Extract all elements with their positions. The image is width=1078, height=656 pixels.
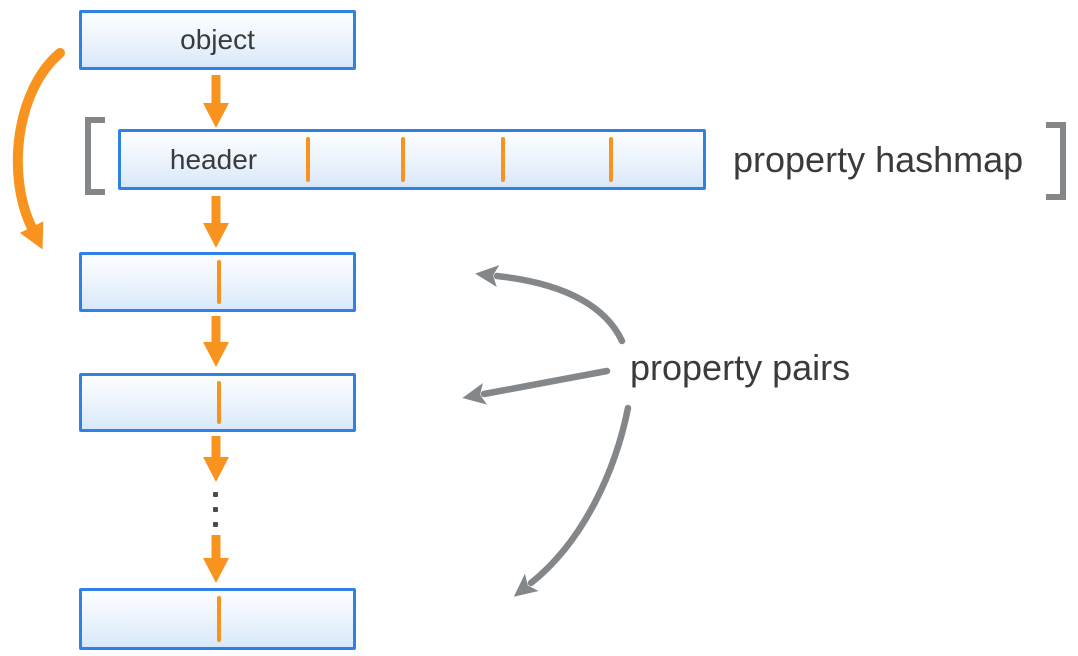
object-box-label: object <box>180 24 255 55</box>
callout-arrow-to-pair-3 <box>513 404 632 597</box>
object-box: object <box>79 10 356 70</box>
pair-divider <box>217 596 221 642</box>
callout-arrow-to-pair-1 <box>475 265 626 345</box>
callout-arrow-to-pair-2 <box>462 367 611 405</box>
vertical-ellipsis <box>213 492 218 527</box>
property-pair-box <box>79 373 356 432</box>
property-pair-box <box>79 252 356 312</box>
property-pair-box <box>79 588 356 650</box>
right-bracket <box>1046 122 1066 200</box>
pair-divider <box>217 260 221 304</box>
property-pairs-caption: property pairs <box>630 347 851 388</box>
curved-arrow-object-to-first-pair <box>12 48 65 250</box>
ellipsis-dot <box>213 522 218 527</box>
hashmap-slot-divider <box>609 137 613 182</box>
hashmap-slot-divider <box>306 137 310 182</box>
left-bracket <box>85 117 105 195</box>
hashmap-slot-divider <box>501 137 505 182</box>
hashmap-caption: property hashmap <box>733 139 1024 180</box>
pair-divider <box>217 381 221 424</box>
hashmap-slot-divider <box>401 137 405 182</box>
header-cell-label: header <box>169 143 258 175</box>
hashmap-header-box: header <box>118 129 706 190</box>
ellipsis-dot <box>213 492 218 497</box>
ellipsis-dot <box>213 507 218 512</box>
